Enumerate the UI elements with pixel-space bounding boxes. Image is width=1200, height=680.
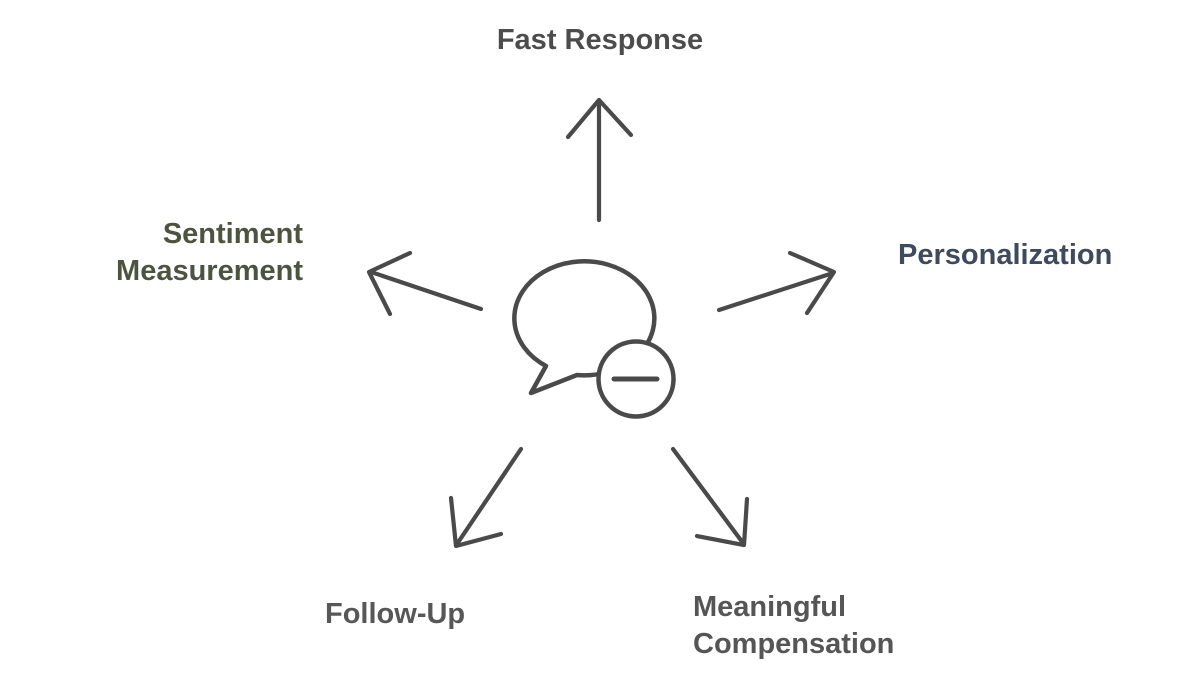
arrow-upper-right [716,250,837,316]
label-personalization: Personalization [898,239,1113,271]
label-fast-response: Fast Response [496,24,704,56]
arrow-lower-left [448,446,524,549]
arrow-upper-left [366,250,484,317]
label-sentiment-measurement: Sentiment Measurement [116,218,303,287]
label-meaningful-compensation: Meaningful Compensation [693,591,895,660]
arrow-up [565,97,634,223]
chat-bubble-minus-icon [512,259,676,419]
label-follow-up: Follow-Up [325,598,466,630]
arrow-lower-right [670,446,750,548]
